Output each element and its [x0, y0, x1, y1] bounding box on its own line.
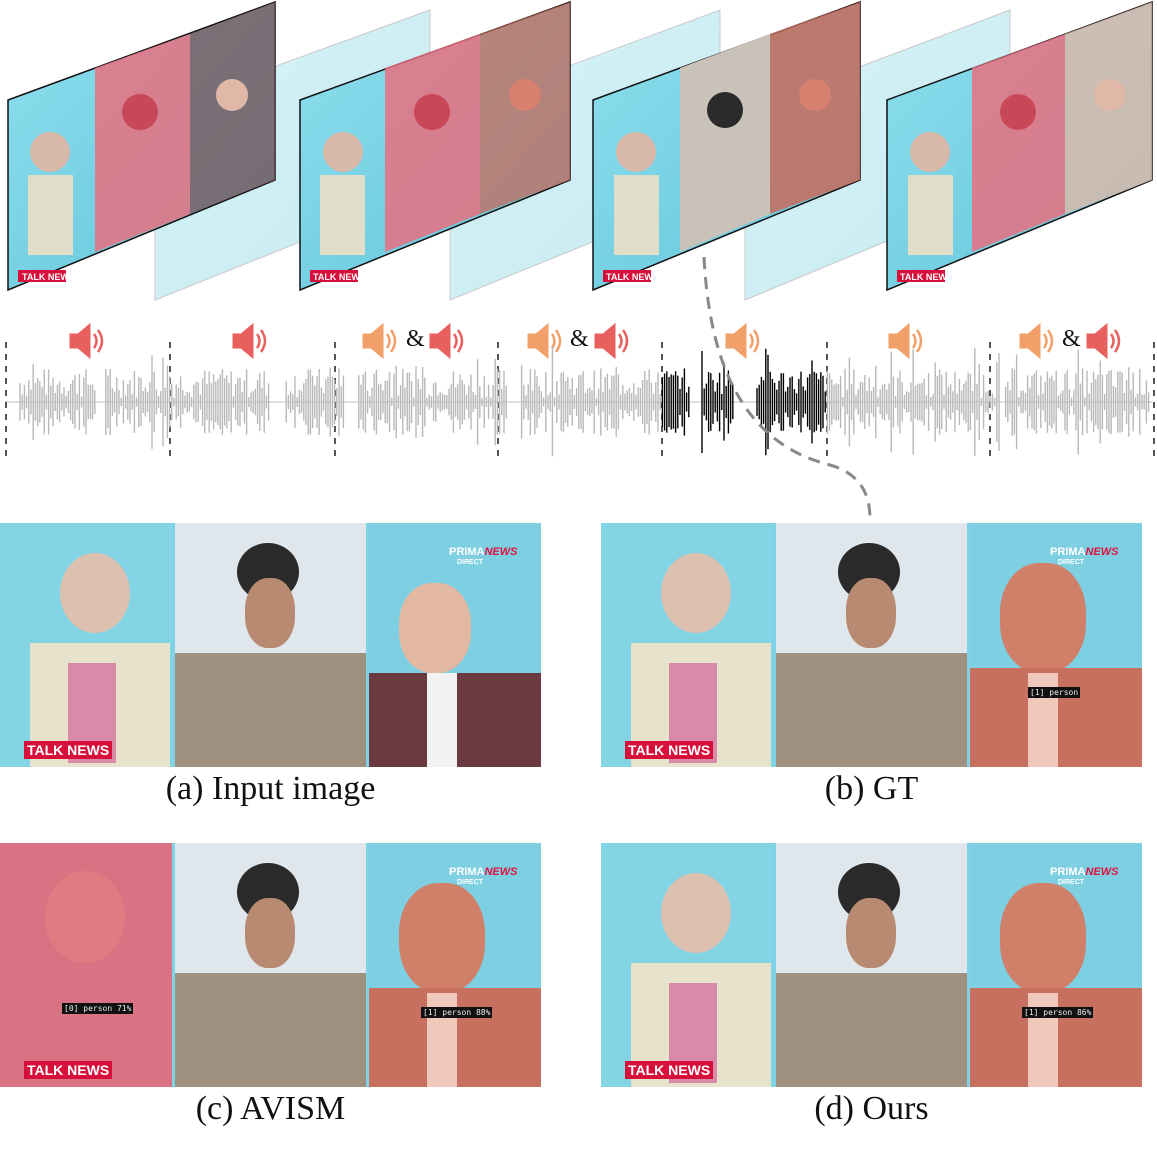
mask-tag: [1] person 88% [421, 1007, 493, 1018]
talk-news-label: TALK NEWS [625, 741, 714, 759]
subframe-right: PRIMANEWS DIRECT [1] person 88% [369, 843, 541, 1087]
mask-tag: [0] person 71% [62, 1003, 134, 1014]
talk-news-label: TALK NEWS [625, 1061, 714, 1079]
direct-label: DIRECT [457, 559, 484, 566]
talk-news-label: TALK NEWS [24, 741, 113, 759]
subframe-middle [175, 523, 366, 767]
subframe-right: PRIMANEWS DIRECT [369, 523, 541, 767]
mask-tag: [1] person 86% [1022, 1007, 1094, 1018]
subframe-left: TALK NEWS [601, 523, 773, 767]
talk-news-label-2: TALK NEWS [313, 272, 366, 282]
talk-news-label-1: TALK NEWS [22, 272, 75, 282]
caption-ours: (d) Ours [814, 1090, 929, 1127]
subframe-middle [776, 523, 967, 767]
frame-1 [7, 0, 276, 292]
panel-ours: TALK NEWS PRIMANEWS DIRECT [1] person 86… [601, 843, 1142, 1087]
subframe-middle [776, 843, 967, 1087]
subframe-right: PRIMANEWS DIRECT [1] person [970, 523, 1142, 767]
talk-news-label-3: TALK NEWS [606, 272, 659, 282]
prima-news-logo: PRIMANEWS [1050, 546, 1119, 558]
subframe-left: TALK NEWS [601, 843, 773, 1087]
talk-news-label-4: TALK NEWS [900, 272, 953, 282]
direct-label: DIRECT [1058, 559, 1085, 566]
connector-curve [702, 256, 872, 521]
prima-news-logo: PRIMANEWS [449, 866, 518, 878]
direct-label: DIRECT [457, 879, 484, 886]
panel-avism: [0] person 71% TALK NEWS PRIMANEWS DIREC… [0, 843, 541, 1087]
prima-news-logo: PRIMANEWS [449, 546, 518, 558]
direct-label: DIRECT [1058, 879, 1085, 886]
frame-3 [592, 0, 861, 292]
video-frame-stack: TALK NEWS TALK NEWS TALK NEWS TALK NEWS [7, 0, 1153, 301]
panel-ground-truth: TALK NEWS PRIMANEWS DIRECT [1] person [601, 523, 1142, 767]
subframe-left: [0] person 71% TALK NEWS [0, 843, 172, 1087]
panel-input-image: TALK NEWS PRIMANEWS DIRECT [0, 523, 541, 767]
caption-gt: (b) GT [824, 770, 919, 807]
mask-tag: [1] person [1028, 687, 1081, 698]
ampersand: & [406, 326, 425, 352]
audio-waveform [5, 342, 1155, 462]
caption-input-image: (a) Input image [165, 770, 376, 807]
frame-2 [299, 0, 571, 292]
subframe-middle [175, 843, 366, 1087]
ampersand: & [1062, 326, 1081, 352]
subframe-left: TALK NEWS [0, 523, 172, 767]
ampersand: & [570, 326, 589, 352]
talk-news-label: TALK NEWS [24, 1061, 113, 1079]
prima-news-logo: PRIMANEWS [1050, 866, 1119, 878]
frame-4 [886, 0, 1153, 292]
caption-avism: (c) AVISM [195, 1090, 346, 1127]
subframe-right: PRIMANEWS DIRECT [1] person 86% [970, 843, 1142, 1087]
